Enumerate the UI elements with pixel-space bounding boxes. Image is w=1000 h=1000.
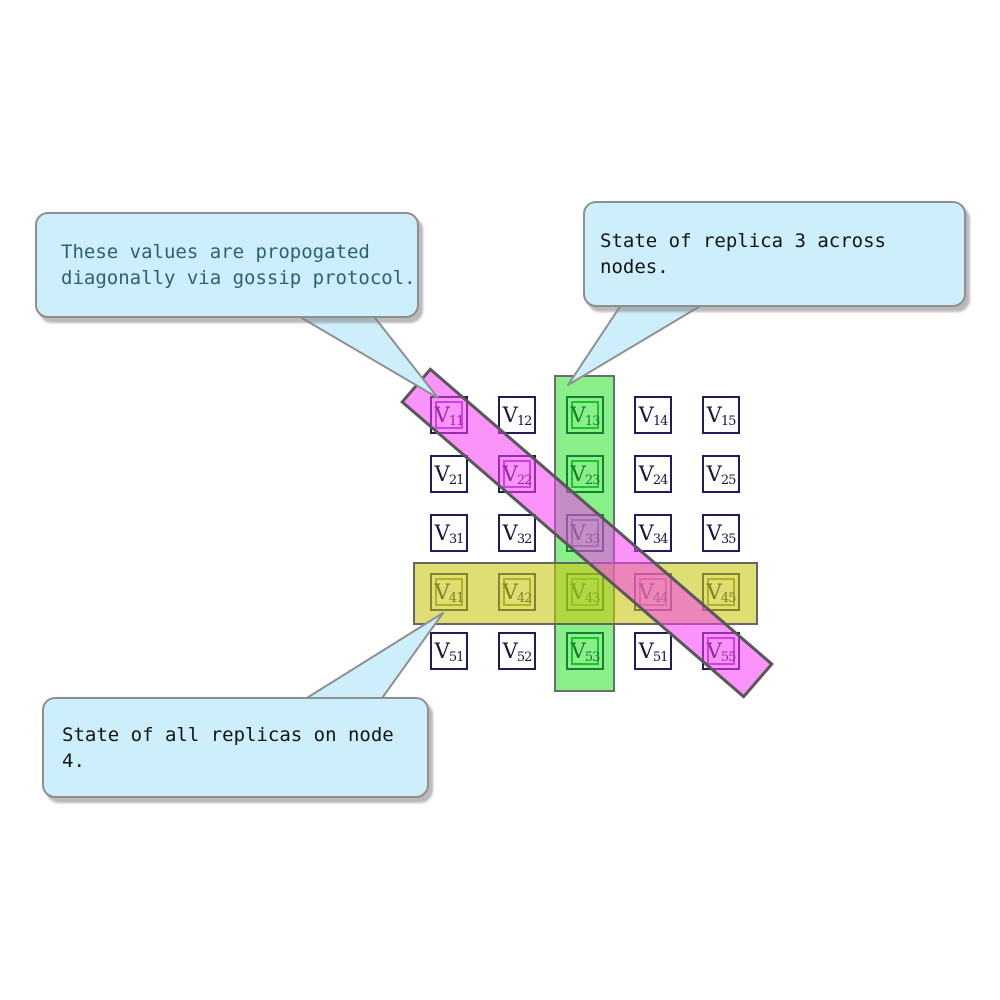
callout-tail-column bbox=[567, 301, 708, 386]
callout-replica-column: State of replica 3 across nodes. bbox=[583, 201, 966, 307]
callout-diagonal-line2: diagonally via gossip protocol. bbox=[61, 267, 416, 289]
callout-column-text: State of replica 3 across nodes. bbox=[600, 230, 886, 278]
callout-diagonal-gossip: These values are propogated diagonally v… bbox=[35, 212, 419, 318]
callout-tail-diagonal bbox=[294, 313, 439, 399]
callout-node-row: State of all replicas on node 4. bbox=[42, 697, 429, 798]
callout-diagonal-line1: These values are propogated bbox=[61, 241, 370, 263]
callout-row-text: State of all replicas on node 4. bbox=[62, 723, 394, 772]
callout-tail-row bbox=[301, 612, 444, 702]
